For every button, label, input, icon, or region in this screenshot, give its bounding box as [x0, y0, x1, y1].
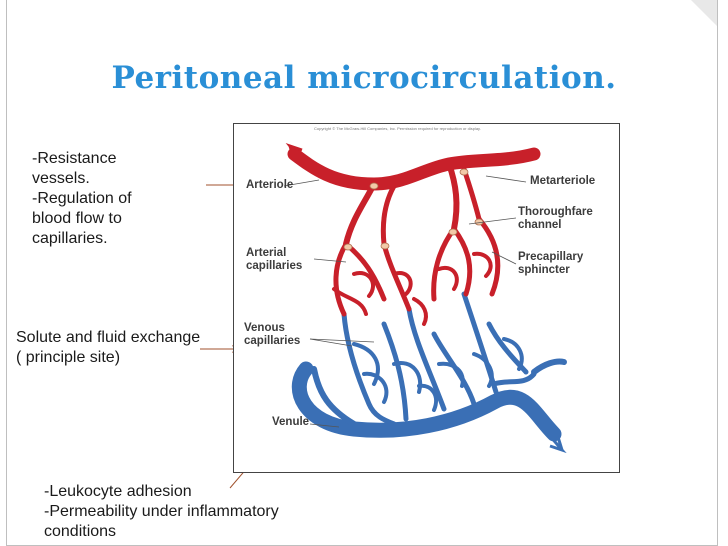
arterial-capillary: [333, 241, 349, 317]
venous-capillary: [406, 306, 447, 412]
arterial-network: [287, 147, 541, 326]
arterial-capillary: [343, 241, 387, 302]
slide-title: Peritoneal microcirculation.: [111, 60, 617, 96]
microcirculation-diagram: Copyright © The McGraw-Hill Companies, I…: [233, 123, 620, 473]
venule-outflow-arrow: [542, 428, 567, 454]
sphincter-ring: [380, 242, 390, 250]
metarteriole-vessel: [446, 161, 460, 232]
venous-capillary: [341, 311, 397, 427]
vessel-illustration: [283, 142, 567, 454]
label-venous-capillaries: Venous capillaries: [244, 322, 301, 347]
venous-capillary: [486, 321, 529, 375]
sphincter-ring: [369, 182, 379, 190]
label-venule: Venule: [272, 416, 310, 428]
venule-vessel: [291, 361, 562, 442]
precapillary-sphincters: [343, 168, 484, 251]
arterial-capillary: [476, 216, 501, 297]
label-arterial-capillaries: Arterial capillaries: [246, 247, 303, 272]
note-solute-exchange: Solute and fluid exchange ( principle si…: [16, 329, 201, 366]
sphincter-ring: [448, 228, 458, 236]
arterial-capillary: [451, 226, 473, 297]
label-thoroughfare-channel: Thoroughfare channel: [518, 206, 593, 231]
label-metarteriole: Metarteriole: [530, 175, 596, 187]
label-precapillary-sphincter: Precapillary sphincter: [518, 251, 584, 276]
note-resistance-vessels: -Resistance vessels. -Regulation of bloo…: [32, 150, 132, 247]
note-leukocyte-adhesion: -Leukocyte adhesion -Permeability under …: [44, 483, 279, 540]
arteriole-vessel: [287, 147, 541, 191]
label-leader-lines: [283, 175, 527, 428]
label-arteriole: Arteriole: [246, 179, 294, 191]
sphincter-ring: [343, 243, 353, 251]
arterial-capillary: [381, 241, 412, 312]
sphincter-ring: [459, 168, 469, 176]
venous-capillary: [381, 321, 409, 422]
copyright-notice: Copyright © The McGraw-Hill Companies, I…: [314, 126, 481, 131]
arteriole-inflow-arrow: [285, 142, 308, 167]
corner-fold: [691, 0, 717, 26]
venous-network: [291, 291, 567, 442]
arterial-capillary: [431, 226, 457, 302]
